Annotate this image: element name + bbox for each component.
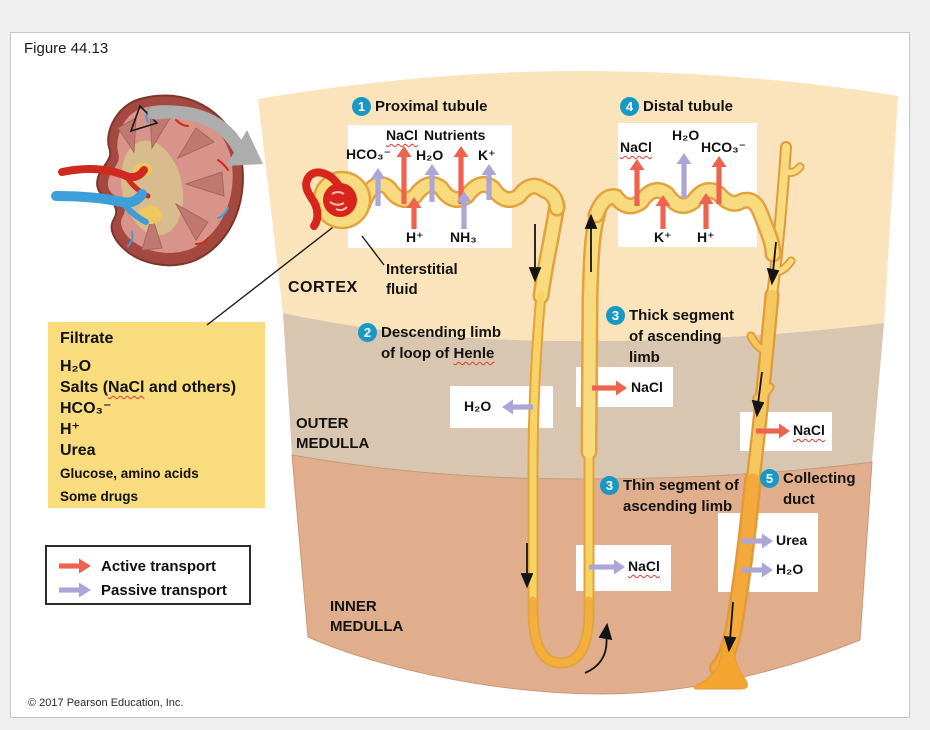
distal-h-label: H⁺	[697, 229, 715, 245]
filtrate-item: Salts (NaCl and others)	[60, 379, 237, 396]
duct-urea-label: Urea	[776, 532, 808, 548]
transport-legend: Active transport Passive transport	[45, 545, 251, 605]
inner-medulla-label: INNER MEDULLA	[330, 598, 404, 635]
passive-transport-arrow-icon	[59, 582, 91, 598]
proximal-hco3-label: HCO₃⁻	[346, 146, 391, 162]
step5-badge: 5	[760, 469, 779, 488]
distal-h2o-label: H₂O	[672, 127, 700, 143]
legend-passive-label: Passive transport	[101, 581, 227, 599]
distal-k-label: K⁺	[654, 229, 672, 245]
step4-badge: 4	[620, 97, 639, 116]
step2-badge: 2	[358, 323, 377, 342]
legend-active-label: Active transport	[101, 557, 217, 575]
proximal-k-label: K⁺	[478, 147, 496, 163]
step3-thick-badge: 3	[606, 306, 625, 325]
filtrate-item: H⁺	[60, 421, 80, 438]
proximal-nutrients-label: Nutrients	[424, 127, 486, 143]
legend-passive-row: Passive transport	[57, 578, 249, 602]
step3-thick-label: Thick segment of ascending limb	[629, 307, 735, 366]
proximal-nh3-label: NH₃	[450, 229, 477, 245]
filtrate-box: Filtrate H₂O Salts (NaCl and others) HCO…	[48, 322, 265, 508]
step1-label: Proximal tubule	[375, 98, 488, 115]
interstitial-fluid-label: Interstitial fluid	[386, 261, 458, 298]
filtrate-item: HCO₃⁻	[60, 400, 112, 417]
duct-h2o-label: H₂O	[776, 561, 804, 577]
distal-nacl-label: NaCl	[620, 139, 652, 155]
outer-medulla-label: OUTER MEDULLA	[296, 415, 370, 452]
distal-hco3-label: HCO₃⁻	[701, 139, 746, 155]
step2-label: Descending limb of loop of Henle	[381, 324, 502, 362]
thin-nacl-label: NaCl	[628, 558, 660, 574]
figure-title: Figure 44.13	[24, 40, 109, 57]
step5-label: Collecting duct	[783, 470, 856, 508]
step4-label: Distal tubule	[643, 98, 734, 115]
step1-badge: 1	[352, 97, 371, 116]
legend-active-row: Active transport	[57, 554, 249, 578]
proximal-h2o-label: H₂O	[416, 147, 444, 163]
proximal-h-label: H⁺	[406, 229, 424, 245]
active-transport-arrow-icon	[59, 558, 91, 574]
cortex-label: CORTEX	[288, 279, 358, 296]
filtrate-item: H₂O	[60, 358, 92, 375]
filtrate-title: Filtrate	[60, 330, 114, 347]
thick-nacl-label: NaCl	[631, 379, 663, 395]
duct-nacl-label: NaCl	[793, 422, 825, 438]
step3-thin-badge: 3	[600, 476, 619, 495]
filtrate-item: Glucose, amino acids	[60, 466, 199, 481]
descending-h2o-label: H₂O	[464, 398, 492, 414]
copyright-notice: © 2017 Pearson Education, Inc.	[28, 697, 184, 709]
filtrate-item: Some drugs	[60, 489, 139, 504]
duct-urea-h2o-box	[718, 513, 818, 592]
step3-thin-label: Thin segment of ascending limb	[623, 477, 739, 515]
proximal-nacl-label: NaCl	[386, 127, 418, 143]
proximal-exchange-box	[348, 125, 512, 248]
filtrate-item: Urea	[60, 442, 96, 459]
